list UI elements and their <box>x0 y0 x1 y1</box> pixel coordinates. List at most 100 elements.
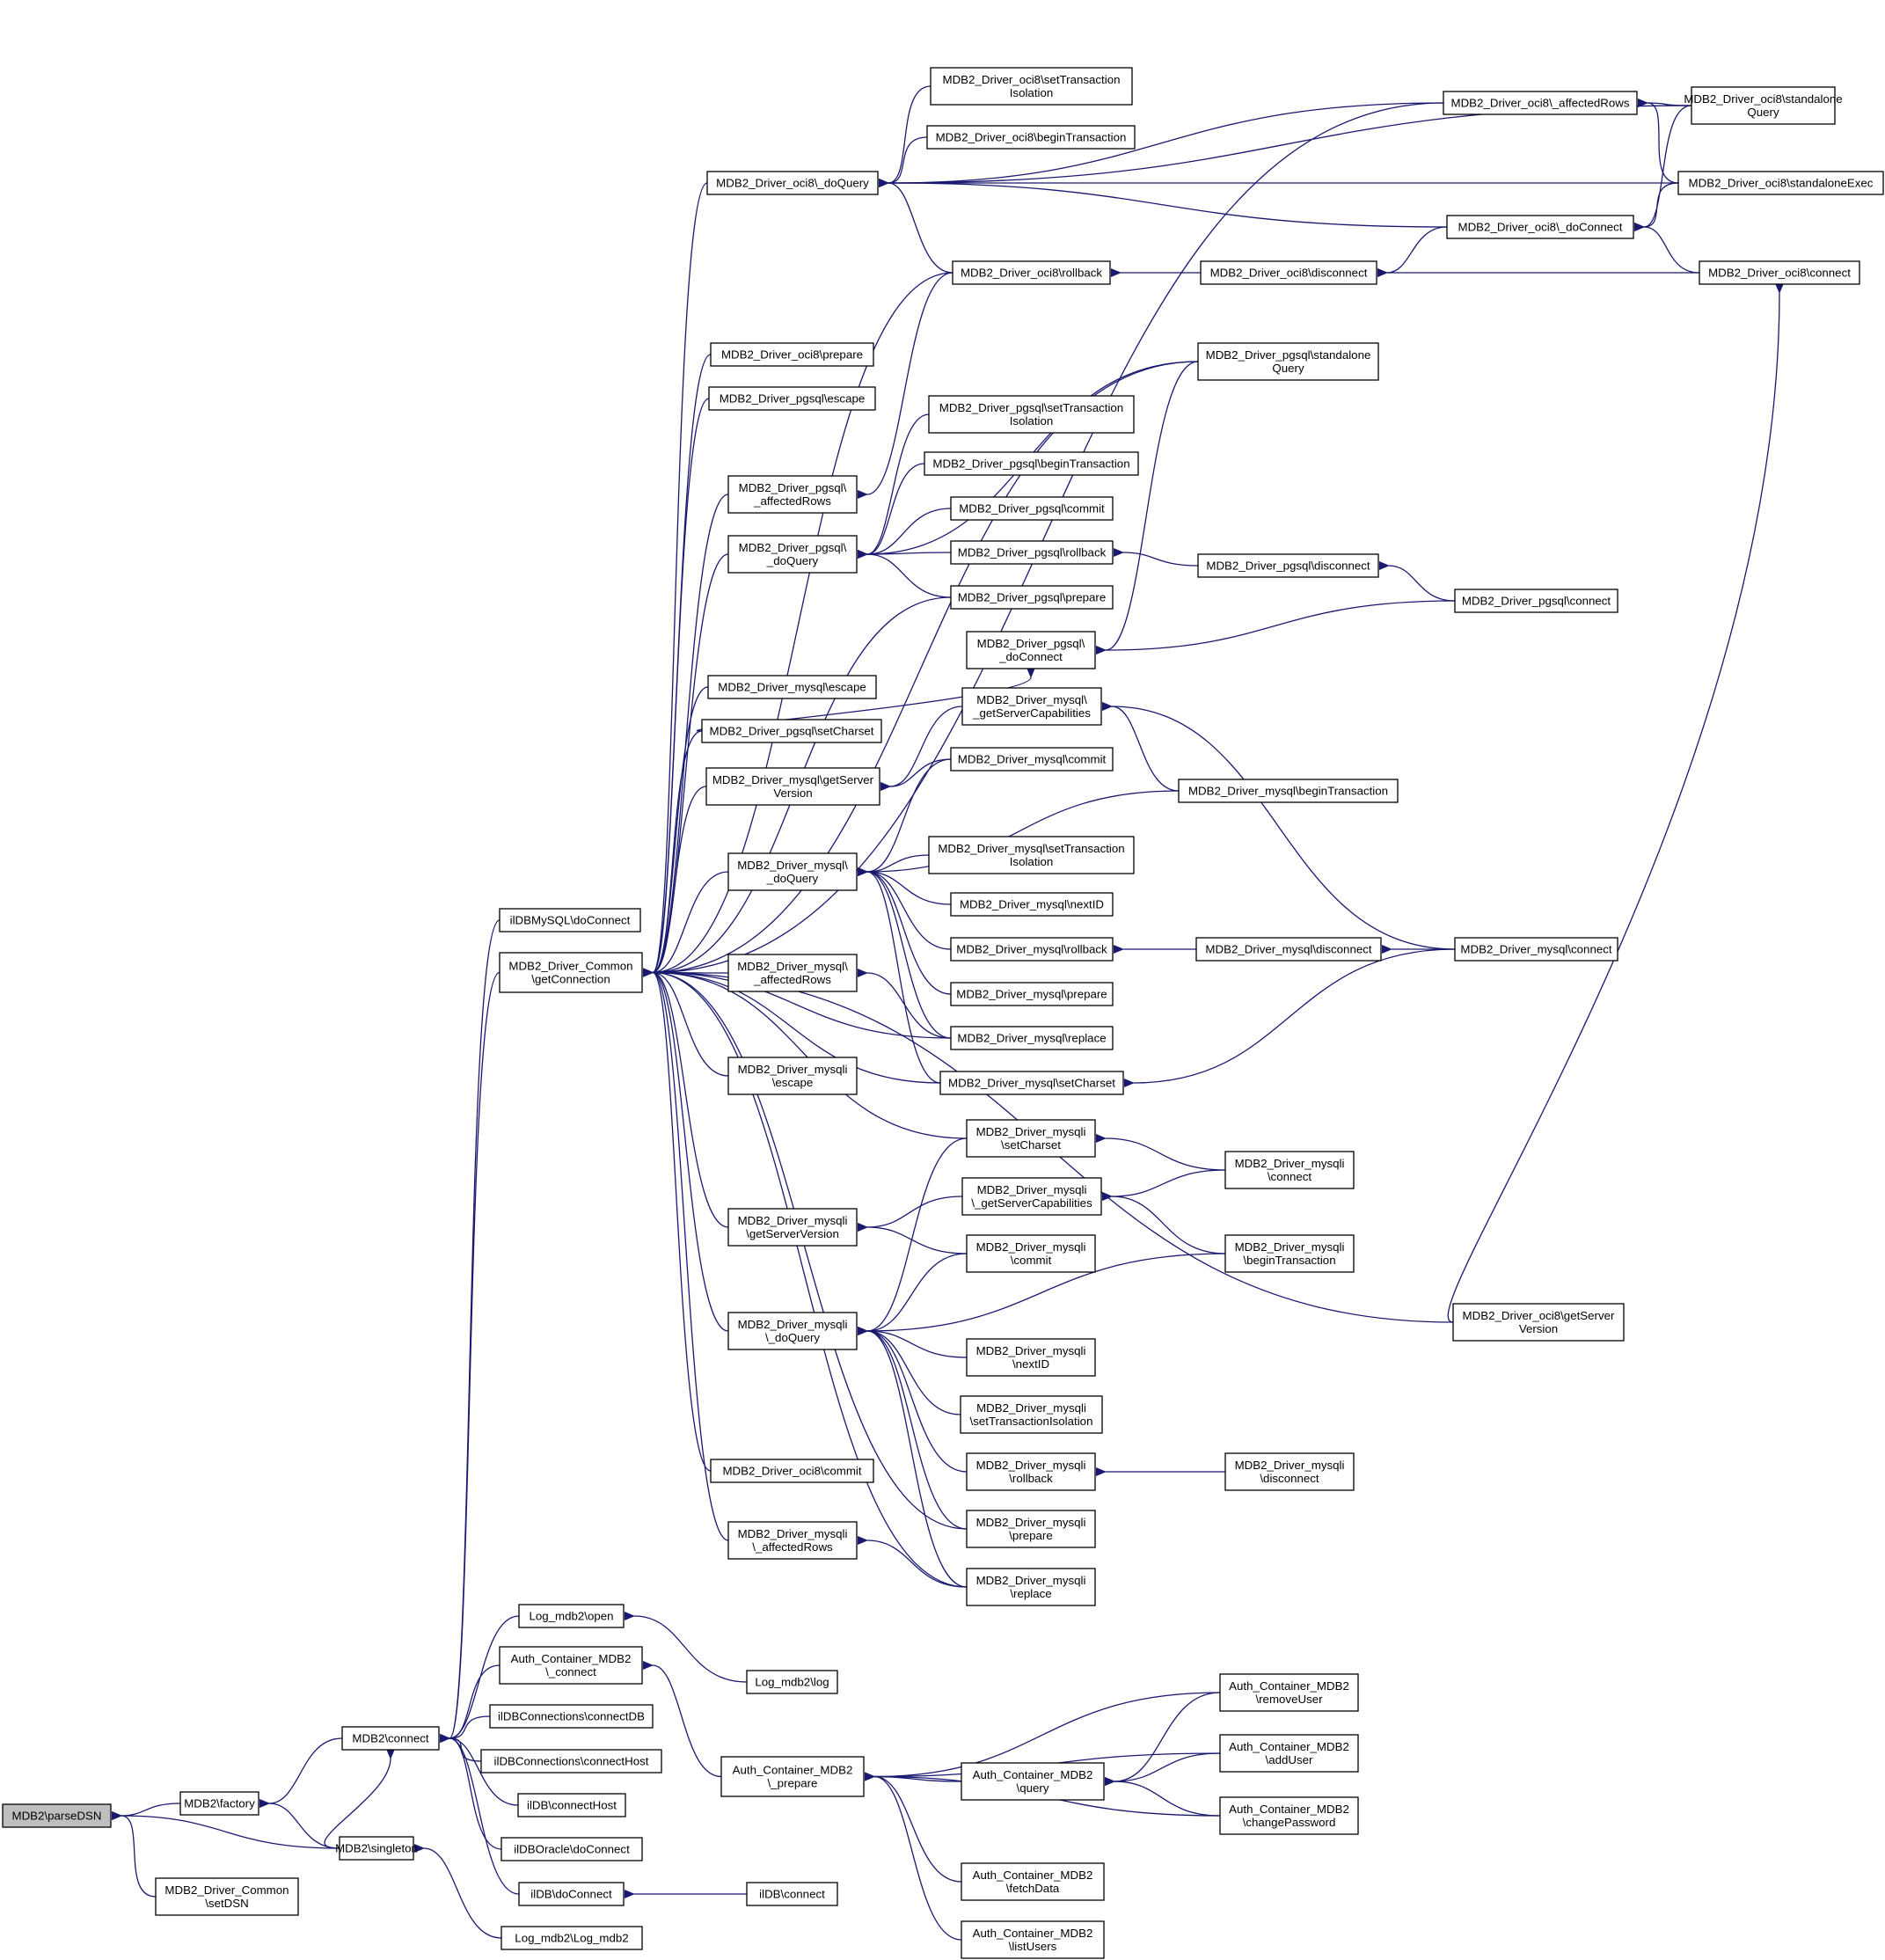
node-label: MDB2_Driver_mysqli <box>976 1516 1086 1529</box>
node-factory[interactable]: MDB2\factory <box>179 1791 259 1816</box>
node-il-db-connect-host[interactable]: ilDB\connectHost <box>517 1793 626 1817</box>
node-il-dbconnections-connect-db[interactable]: ilDBConnections\connectDB <box>489 1704 654 1729</box>
node-label: MDB2_Driver_oci8\_doConnect <box>1458 221 1623 234</box>
node-pgsql-do-connect[interactable]: MDB2_Driver_pgsql\_doConnect <box>966 631 1096 669</box>
node-parse-dsn[interactable]: MDB2\parseDSN <box>2 1803 112 1828</box>
node-oci8-disconnect[interactable]: MDB2_Driver_oci8\disconnect <box>1200 260 1377 285</box>
node-mysqli-begin-transaction[interactable]: MDB2_Driver_mysqli\beginTransaction <box>1224 1234 1355 1273</box>
node-label: MDB2\parseDSN <box>12 1810 102 1823</box>
node-pgsql-disconnect[interactable]: MDB2_Driver_pgsql\disconnect <box>1197 553 1379 578</box>
node-mysqli-disconnect[interactable]: MDB2_Driver_mysqli\disconnect <box>1224 1452 1355 1491</box>
node-oci8-affected-rows[interactable]: MDB2_Driver_oci8\_affectedRows <box>1443 91 1638 115</box>
node-set-dsn[interactable]: MDB2_Driver_Common\setDSN <box>155 1877 299 1916</box>
node-pgsql-do-query[interactable]: MDB2_Driver_pgsql\_doQuery <box>727 535 858 574</box>
node-mysqli-replace[interactable]: MDB2_Driver_mysqli\replace <box>966 1568 1096 1606</box>
node-get-connection[interactable]: MDB2_Driver_Common\getConnection <box>499 952 643 993</box>
node-pgsql-set-transaction-isolation[interactable]: MDB2_Driver_pgsql\setTransactionIsolatio… <box>928 395 1135 434</box>
node-mysql-get-server-capabilities[interactable]: MDB2_Driver_mysql\_getServerCapabilities <box>961 687 1102 726</box>
node-mysqli-commit[interactable]: MDB2_Driver_mysqli\commit <box>966 1234 1096 1273</box>
node-il-dbmy-sql-do-connect[interactable]: ilDBMySQL\doConnect <box>499 908 641 932</box>
node-connect[interactable]: MDB2\connect <box>341 1726 440 1751</box>
node-oci8-prepare[interactable]: MDB2_Driver_oci8\prepare <box>710 342 874 367</box>
node-box <box>966 1568 1096 1606</box>
node-label: Auth_Container_MDB2 <box>733 1764 853 1777</box>
node-oci8-begin-transaction[interactable]: MDB2_Driver_oci8\beginTransaction <box>926 125 1136 150</box>
node-mysqli-prepare[interactable]: MDB2_Driver_mysqli\prepare <box>966 1510 1096 1548</box>
node-singleton[interactable]: MDB2\singleton <box>335 1836 418 1861</box>
node-mysql-begin-transaction[interactable]: MDB2_Driver_mysql\beginTransaction <box>1178 779 1399 803</box>
node-mysql-connect[interactable]: MDB2_Driver_mysql\connect <box>1454 937 1618 962</box>
node-pgsql-prepare[interactable]: MDB2_Driver_pgsql\prepare <box>950 585 1114 610</box>
node-mysql-get-server-version[interactable]: MDB2_Driver_mysql\getServerVersion <box>705 767 880 806</box>
node-mysql-replace[interactable]: MDB2_Driver_mysql\replace <box>950 1026 1114 1050</box>
edge-mysql-replace-to-get-connection <box>642 968 952 1039</box>
node-pgsql-set-charset[interactable]: MDB2_Driver_pgsql\setCharset <box>701 719 882 743</box>
node-mysql-rollback[interactable]: MDB2_Driver_mysql\rollback <box>950 937 1114 962</box>
node-auth-list-users[interactable]: Auth_Container_MDB2\listUsers <box>961 1920 1105 1959</box>
node-auth-fetch-data[interactable]: Auth_Container_MDB2\fetchData <box>961 1862 1105 1901</box>
node-pgsql-commit[interactable]: MDB2_Driver_pgsql\commit <box>950 496 1114 521</box>
node-oci8-set-transaction-isolation[interactable]: MDB2_Driver_oci8\setTransactionIsolation <box>930 67 1133 106</box>
edge-oci8-do-query-to-get-connection <box>642 182 708 977</box>
node-mysqli-next-id[interactable]: MDB2_Driver_mysqli\nextID <box>966 1338 1096 1377</box>
node-auth-add-user[interactable]: Auth_Container_MDB2\addUser <box>1219 1734 1359 1773</box>
node-mysqli-do-query[interactable]: MDB2_Driver_mysqli\_doQuery <box>727 1312 858 1350</box>
node-label: _doConnect <box>998 650 1063 663</box>
node-mysql-escape[interactable]: MDB2_Driver_mysql\escape <box>707 675 877 699</box>
edge-il-db-do-connect-to-connect <box>439 1733 520 1895</box>
edge-mysqli-set-charset-to-mysqli-do-query <box>857 1137 968 1336</box>
node-mysql-prepare[interactable]: MDB2_Driver_mysql\prepare <box>950 982 1114 1006</box>
node-oci8-commit[interactable]: MDB2_Driver_oci8\commit <box>710 1459 874 1483</box>
node-label: _doQuery <box>766 554 819 567</box>
node-pgsql-affected-rows[interactable]: MDB2_Driver_pgsql\_affectedRows <box>727 475 858 514</box>
node-pgsql-escape[interactable]: MDB2_Driver_pgsql\escape <box>708 386 876 411</box>
node-log-log[interactable]: Log_mdb2\log <box>746 1670 838 1694</box>
node-mysqli-connect[interactable]: MDB2_Driver_mysqli\connect <box>1224 1151 1355 1189</box>
node-mysql-do-query[interactable]: MDB2_Driver_mysql\_doQuery <box>727 852 858 891</box>
node-oci8-rollback[interactable]: MDB2_Driver_oci8\rollback <box>952 260 1111 285</box>
node-mysql-set-charset[interactable]: MDB2_Driver_mysql\setCharset <box>939 1071 1124 1095</box>
node-mysqli-set-charset[interactable]: MDB2_Driver_mysqli\setCharset <box>966 1119 1096 1158</box>
node-mysql-disconnect[interactable]: MDB2_Driver_mysql\disconnect <box>1195 937 1382 962</box>
node-auth-query[interactable]: Auth_Container_MDB2\query <box>961 1762 1105 1801</box>
node-box <box>950 892 1114 917</box>
node-mysqli-get-server-version[interactable]: MDB2_Driver_mysqli\getServerVersion <box>727 1208 858 1247</box>
node-auth-change-password[interactable]: Auth_Container_MDB2\changePassword <box>1219 1796 1359 1835</box>
node-box <box>500 1837 643 1861</box>
node-mysql-set-transaction-isolation[interactable]: MDB2_Driver_mysql\setTransactionIsolatio… <box>928 836 1135 874</box>
node-oci8-get-server-version[interactable]: MDB2_Driver_oci8\getServerVersion <box>1452 1303 1625 1342</box>
node-mysqli-get-server-capabilities[interactable]: MDB2_Driver_mysqli\_getServerCapabilitie… <box>961 1177 1102 1216</box>
node-il-dbconnections-connect-host[interactable]: ilDBConnections\connectHost <box>480 1749 662 1774</box>
node-mysqli-set-transaction-isolation[interactable]: MDB2_Driver_mysqli\setTransactionIsolati… <box>960 1395 1103 1434</box>
node-il-dboracle-do-connect[interactable]: ilDBOracle\doConnect <box>500 1837 643 1861</box>
node-mysql-next-id[interactable]: MDB2_Driver_mysql\nextID <box>950 892 1114 917</box>
node-label: MDB2_Driver_mysql\prepare <box>956 988 1107 1001</box>
node-pgsql-connect[interactable]: MDB2_Driver_pgsql\connect <box>1454 589 1618 613</box>
edge-oci8-commit-to-get-connection <box>642 968 712 1472</box>
node-box <box>710 342 874 367</box>
node-oci8-do-query[interactable]: MDB2_Driver_oci8\_doQuery <box>706 171 879 195</box>
node-mysqli-affected-rows[interactable]: MDB2_Driver_mysqli\_affectedRows <box>727 1521 858 1560</box>
node-log-mdb2-ctor[interactable]: Log_mdb2\Log_mdb2 <box>500 1926 643 1950</box>
node-auth-prepare[interactable]: Auth_Container_MDB2\_prepare <box>720 1756 865 1797</box>
node-mysql-affected-rows[interactable]: MDB2_Driver_mysql\_affectedRows <box>727 954 858 992</box>
edge-mysql-do-query-to-get-connection <box>642 871 729 977</box>
node-log-open[interactable]: Log_mdb2\open <box>518 1604 625 1628</box>
node-mysqli-rollback[interactable]: MDB2_Driver_mysqli\rollback <box>966 1452 1096 1491</box>
node-label: Log_mdb2\log <box>755 1676 829 1689</box>
node-mysqli-escape[interactable]: MDB2_Driver_mysqli\escape <box>727 1057 858 1095</box>
node-pgsql-rollback[interactable]: MDB2_Driver_pgsql\rollback <box>950 540 1114 565</box>
node-pgsql-begin-transaction[interactable]: MDB2_Driver_pgsql\beginTransaction <box>924 451 1139 476</box>
node-il-db-connect[interactable]: ilDB\connect <box>746 1882 838 1906</box>
node-il-db-do-connect[interactable]: ilDB\doConnect <box>518 1882 625 1906</box>
node-auth-connect[interactable]: Auth_Container_MDB2\_connect <box>499 1646 643 1685</box>
node-auth-remove-user[interactable]: Auth_Container_MDB2\removeUser <box>1219 1673 1359 1712</box>
node-oci8-do-connect[interactable]: MDB2_Driver_oci8\_doConnect <box>1446 215 1634 239</box>
node-oci8-standalone-exec[interactable]: MDB2_Driver_oci8\standaloneExec <box>1677 171 1884 195</box>
node-mysql-commit[interactable]: MDB2_Driver_mysql\commit <box>950 747 1114 772</box>
edge-oci8-do-connect-to-oci8-do-query <box>878 178 1448 228</box>
node-oci8-connect[interactable]: MDB2_Driver_oci8\connect <box>1699 260 1860 285</box>
edge-oci8-rollback-to-get-connection <box>642 272 953 977</box>
